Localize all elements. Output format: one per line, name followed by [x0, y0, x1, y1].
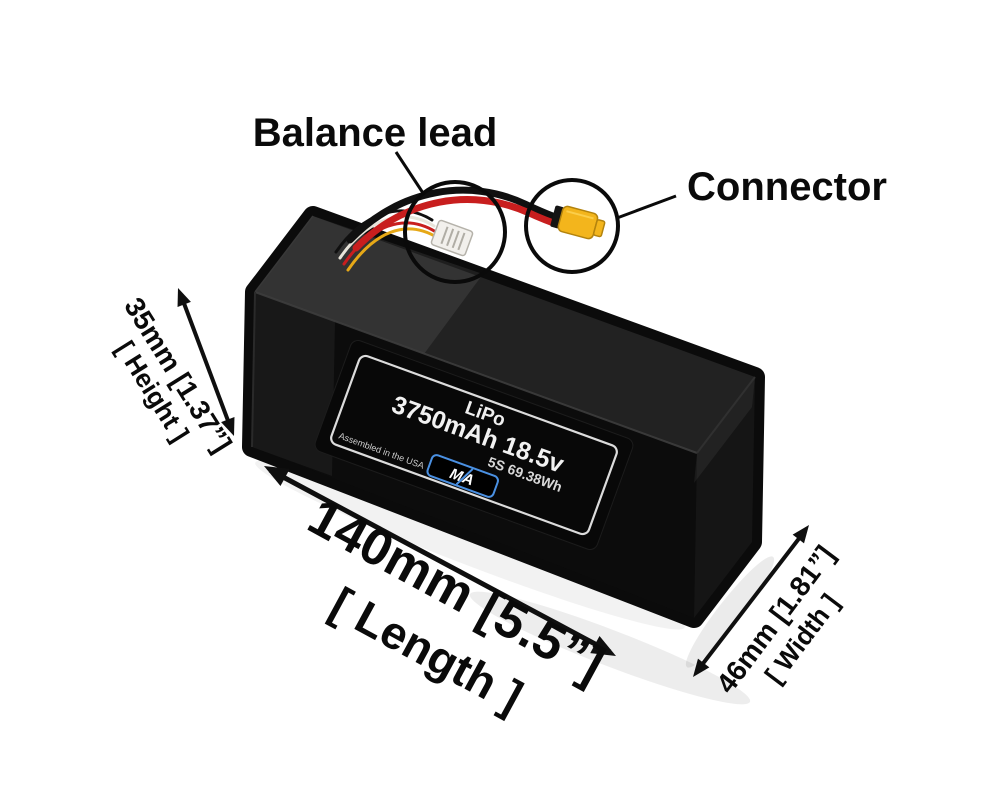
jst-balance-connector [430, 219, 474, 257]
battery-label: LiPo 3750mAh 18.5v 5S 69.38Wh Assembled … [314, 340, 634, 550]
length-arrow-line [268, 467, 612, 655]
battery-front-sheen [252, 292, 335, 476]
xt60-connector [550, 205, 606, 240]
jst-pin-slot [446, 228, 455, 247]
jst-housing [430, 219, 474, 257]
shadow-blob [685, 556, 775, 668]
height-arrowhead-top [171, 285, 191, 307]
battery-edge-highlight [251, 291, 256, 448]
height-arrow-line [180, 297, 232, 427]
balance-lead-leader-line [394, 151, 425, 194]
jst-pin-slot [457, 232, 466, 251]
jst-pin-slot [440, 226, 449, 245]
width-arrow-line [696, 530, 806, 672]
power-wire-black [346, 186, 565, 244]
jst-pin-slot [451, 230, 460, 249]
wires [334, 186, 566, 272]
battery-shadow [255, 460, 775, 705]
maxamps-logo-box [426, 454, 499, 498]
maxamps-logo: MA [426, 454, 499, 498]
shadow-blob [255, 460, 685, 630]
battery-edge-highlight [254, 291, 698, 454]
xt60-heatshrink [550, 205, 564, 229]
power-wire-red [352, 196, 566, 252]
xt60-nub [592, 219, 606, 238]
battery-right-sheen [694, 377, 755, 483]
connector-leader-line [616, 194, 677, 220]
label-frame [330, 354, 618, 536]
xt60-housing [557, 205, 599, 240]
shadow-blob [469, 591, 751, 705]
label-background [314, 340, 634, 550]
xt60-highlight [566, 210, 594, 220]
battery-top-sheen [255, 216, 483, 354]
maxamps-logo-slash [455, 468, 474, 486]
height-dimension: 35mm [1.37”] [ Height ] [110, 285, 241, 458]
balance-lead-label: Balance lead [253, 111, 498, 155]
balance-lead-circle-annotation [403, 180, 507, 284]
connector-circle-annotation [524, 178, 620, 274]
balance-wire-yellow [346, 227, 440, 272]
battery-edge-highlight [696, 376, 756, 454]
battery-edge-highlight [254, 215, 314, 293]
connector-label: Connector [687, 165, 887, 209]
battery-top-face [255, 216, 755, 453]
